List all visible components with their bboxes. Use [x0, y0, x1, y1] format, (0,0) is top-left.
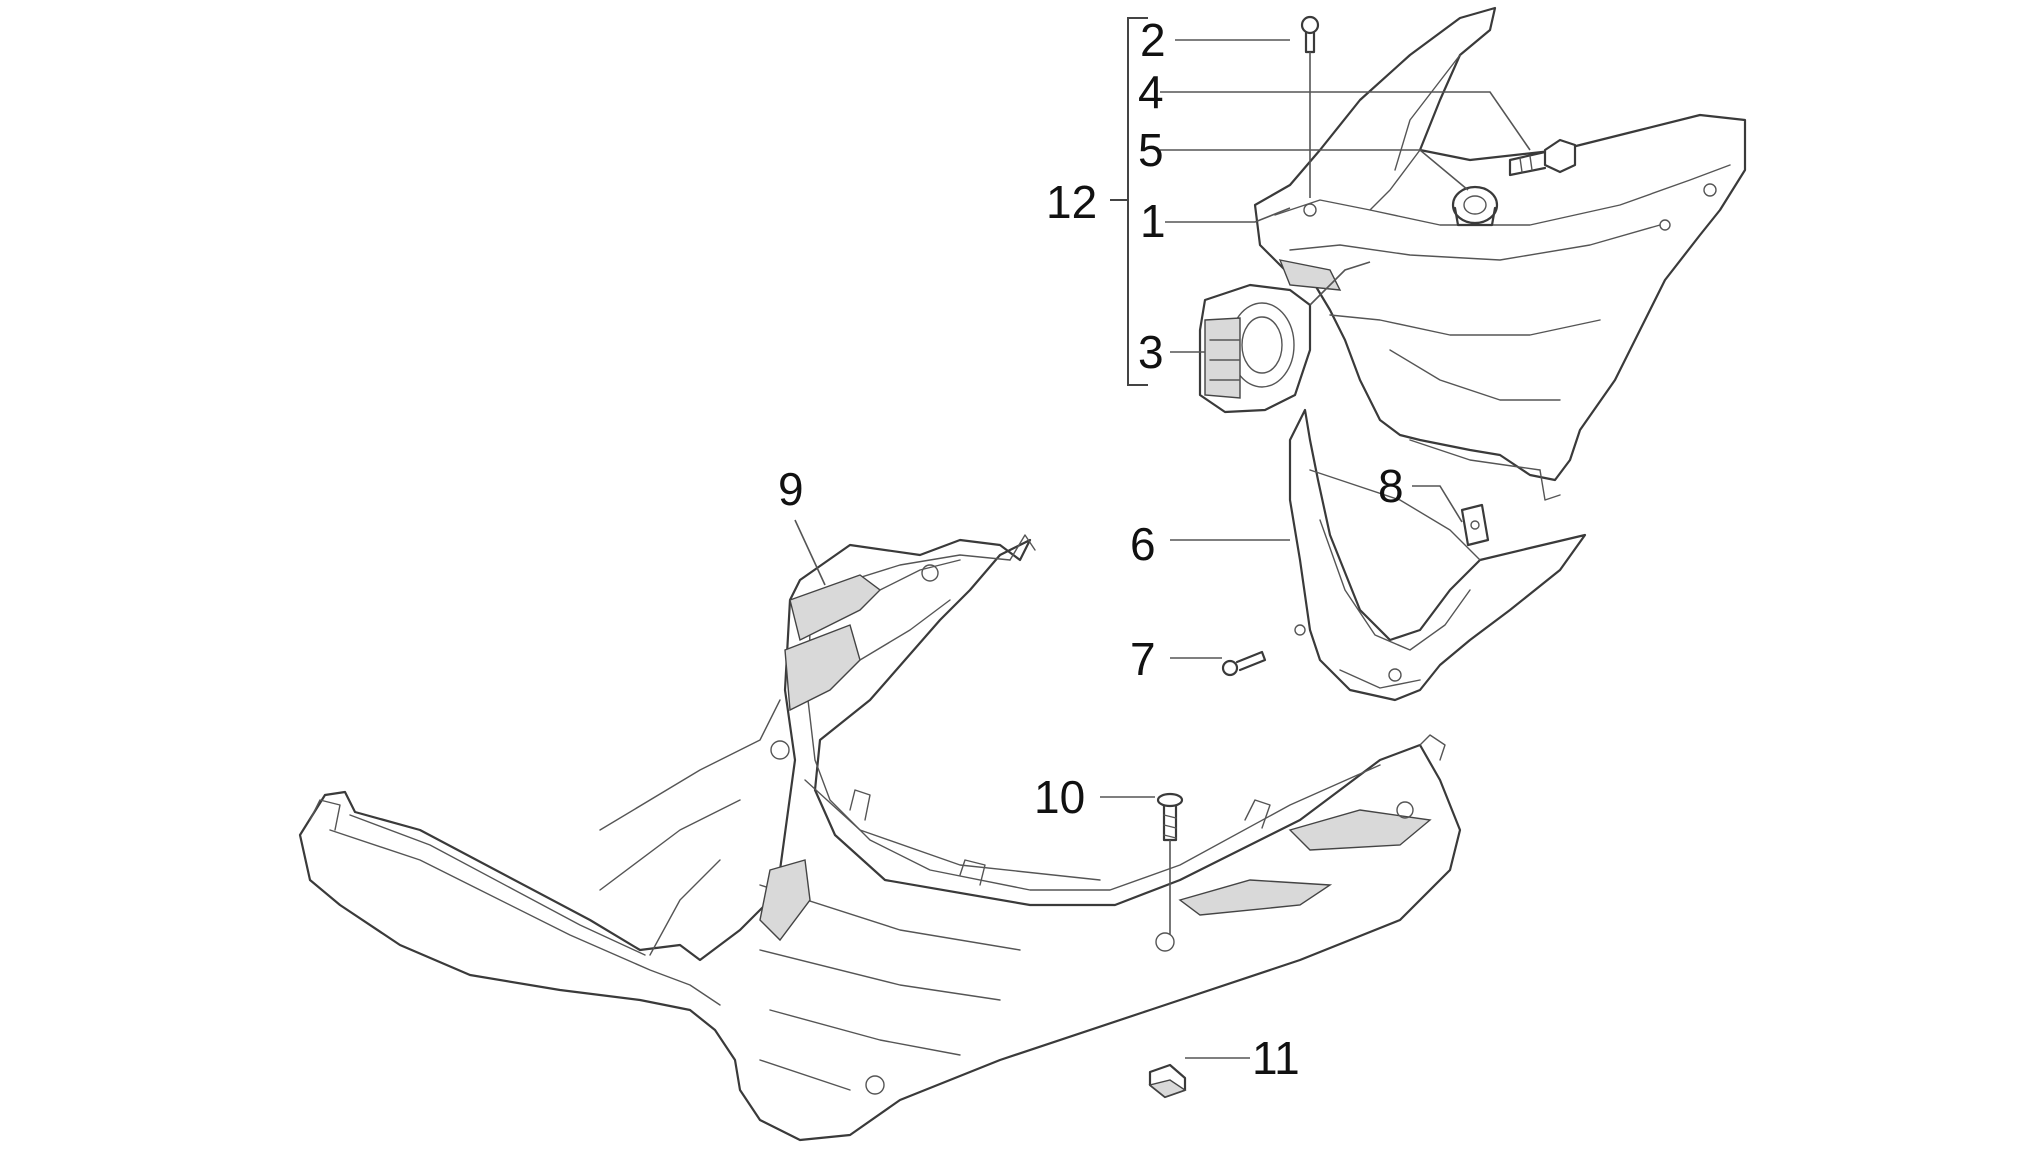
callout-labels: 1 2 3 4 5 6 7 8 9 10 11 12: [778, 14, 1404, 1084]
callout-2: 2: [1140, 14, 1166, 66]
callout-10: 10: [1034, 771, 1085, 823]
callout-12: 12: [1046, 176, 1097, 228]
callout-5: 5: [1138, 124, 1164, 176]
part-2-screw: [1300, 15, 1320, 54]
part-7-screw: [1221, 650, 1267, 677]
part-8-clip: [1460, 503, 1490, 547]
callout-7: 7: [1130, 633, 1156, 685]
callout-9: 9: [778, 463, 804, 515]
part-4-bolt: [1508, 138, 1577, 177]
callout-8: 8: [1378, 460, 1404, 512]
callout-11: 11: [1252, 1032, 1300, 1084]
callout-3: 3: [1138, 326, 1164, 378]
part-11-clip-nut: [1148, 1063, 1187, 1099]
leader-lines: [794, 39, 1531, 1059]
part-5-grommet: [1451, 185, 1499, 227]
group-bracket-12: [1110, 17, 1148, 386]
part-10-screw: [1156, 792, 1184, 842]
part-9-floor-panel: [298, 534, 1462, 1142]
callout-4: 4: [1138, 66, 1164, 118]
callout-6: 6: [1130, 518, 1156, 570]
part-6-lower-cover: [1288, 408, 1587, 702]
part-1-inner-shield: [1253, 6, 1747, 501]
callout-1: 1: [1140, 195, 1166, 247]
part-3-lock-housing: [1198, 283, 1312, 414]
